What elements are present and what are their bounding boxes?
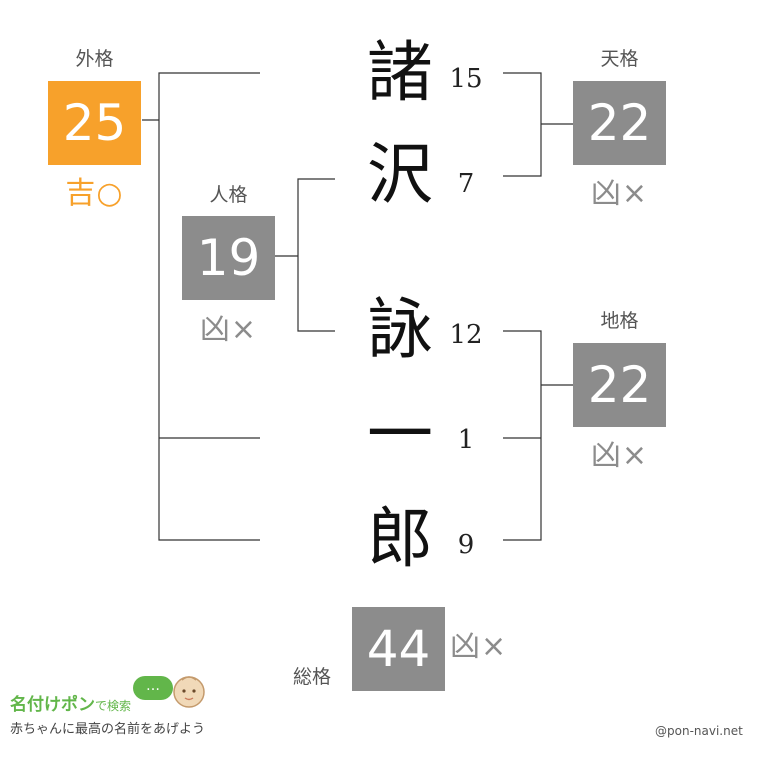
gaikaku-label: 外格 <box>75 48 114 70</box>
tenkaku-bracket <box>503 72 542 177</box>
name-char-3: 詠 <box>367 291 433 368</box>
chikaku-fortune: 凶× <box>590 438 649 473</box>
name-char-5: 郎 <box>367 500 433 577</box>
soukaku-fortune: 凶× <box>450 629 508 664</box>
jinkaku-fortune: 凶× <box>199 312 258 347</box>
gaikaku-value-box: 25 <box>48 81 141 165</box>
chikaku-bracket <box>503 330 542 541</box>
stroke-count-5: 9 <box>457 530 475 560</box>
site-logo[interactable]: 名付けポンで検索 <box>10 690 131 715</box>
soukaku-label: 総格 <box>292 666 331 688</box>
name-char-2: 沢 <box>367 136 433 213</box>
speech-bubble-icon: … <box>133 676 173 700</box>
tagline: 赤ちゃんに最高の名前をあげよう <box>10 722 206 737</box>
stroke-count-4: 1 <box>457 425 475 455</box>
name-char-4: 一 <box>367 396 433 473</box>
logo-title: 名付けポン <box>10 695 95 715</box>
name-char-1: 諸 <box>367 34 433 111</box>
tenkaku-label: 天格 <box>600 48 639 70</box>
tenkaku-value-box: 22 <box>573 81 666 165</box>
stroke-count-3: 12 <box>449 320 483 350</box>
jinkaku-bracket <box>297 178 335 332</box>
tenkaku-fortune: 凶× <box>590 176 649 211</box>
jinkaku-value-box: 19 <box>182 216 275 300</box>
baby-face-icon <box>173 676 205 708</box>
logo-search-text: で検索 <box>95 699 132 713</box>
stroke-count-1: 15 <box>449 64 483 94</box>
soukaku-value-box: 44 <box>352 607 445 691</box>
gaikaku-bracket <box>158 72 260 541</box>
jinkaku-label: 人格 <box>209 184 248 206</box>
chikaku-label: 地格 <box>600 310 639 332</box>
stroke-count-2: 7 <box>457 169 475 199</box>
site-credit[interactable]: @pon-navi.net <box>655 724 743 738</box>
gaikaku-fortune: 吉○ <box>65 176 124 211</box>
chikaku-value-box: 22 <box>573 343 666 427</box>
